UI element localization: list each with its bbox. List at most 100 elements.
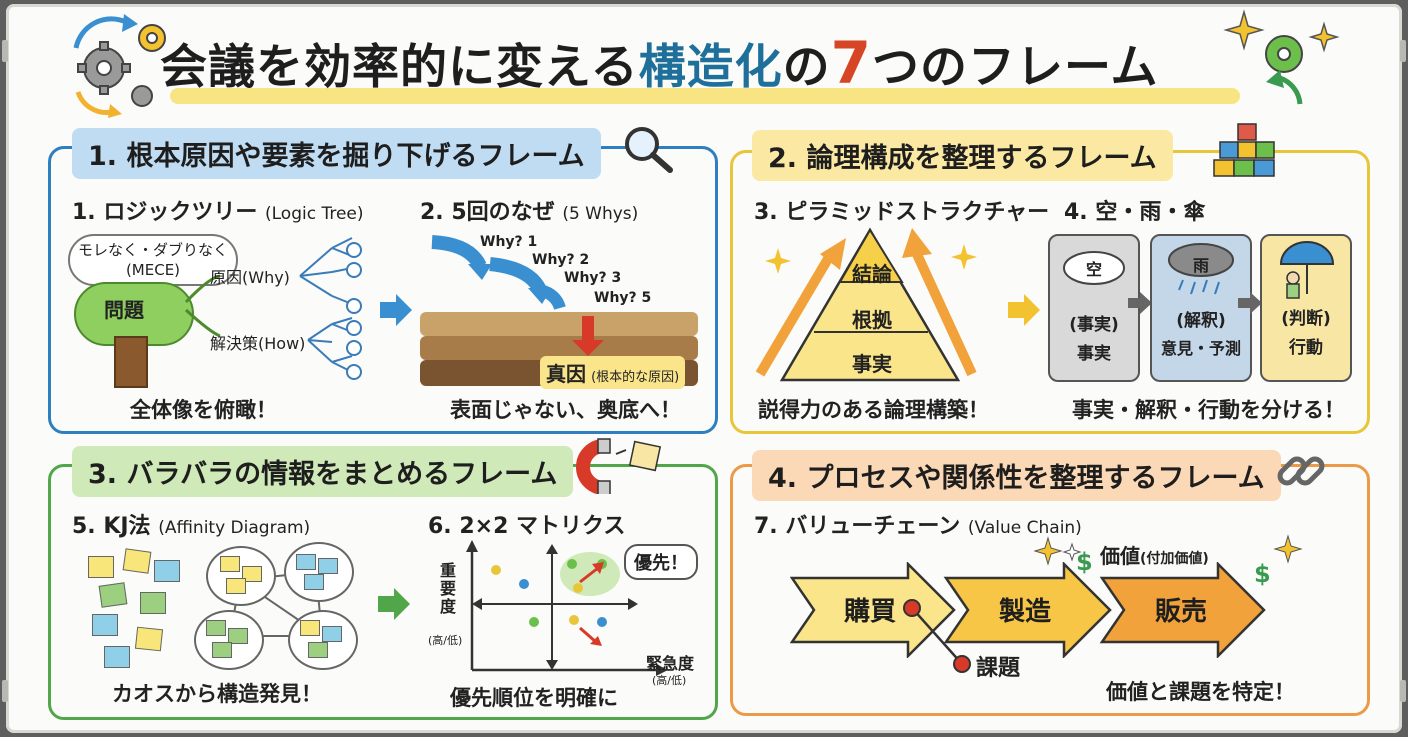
sticky-note (140, 592, 166, 614)
title-part: の (782, 40, 831, 95)
tree-node (346, 320, 362, 336)
arrow-right-icon (380, 294, 412, 326)
kj-title: 5. KJ法 (72, 514, 151, 539)
sticky-note (228, 628, 248, 644)
sticky-note (242, 566, 262, 582)
pyramid-diagram (756, 227, 977, 382)
matrix-x-label: 緊急度 (646, 654, 695, 673)
value-step-manufacturing: 製造 (998, 596, 1051, 627)
interpretation-box: 雨 (解釈) 意見・予測 (1150, 234, 1252, 382)
value-chain-caption: 価値と課題を特定！ (1106, 680, 1295, 704)
value-chain-heading: 7. バリューチェーン (Value Chain) (754, 508, 1082, 540)
magnifier-icon (625, 127, 673, 173)
sticky-note (122, 548, 152, 574)
arrow-right-icon (1238, 292, 1262, 314)
value-chain-title: 7. バリューチェーン (754, 514, 961, 539)
sparkle-icon (1223, 9, 1340, 105)
logic-tree-caption: 全体像を俯瞰！ (130, 398, 277, 422)
matrix-y-sub: (高/低) (428, 634, 463, 647)
rain-cloud-icon (1168, 243, 1234, 295)
root-arrow-icon (572, 316, 604, 356)
issue-connector (903, 599, 971, 673)
sticky-note (226, 578, 246, 594)
branch-how-label: 解決策(How) (210, 334, 306, 353)
sticky-note (304, 574, 324, 590)
fact-box: 空 (事実) 事実 (1048, 234, 1140, 382)
tree-node (346, 242, 362, 258)
sticky-note (206, 620, 226, 636)
panel1-title: 1. 根本原因や要素を掘り下げるフレーム (72, 128, 601, 179)
fact-value: 事実 (1077, 344, 1111, 364)
action-box: (判断) 行動 (1260, 234, 1352, 382)
cloud-icon (1063, 251, 1125, 285)
why-2-label: Why? 2 (532, 252, 590, 268)
root-cause-label: 真因 (546, 362, 586, 386)
logic-tree-heading: 1. ロジックツリー (Logic Tree) (72, 194, 364, 226)
why-3-label: Why? 3 (564, 270, 622, 286)
value-step-sales: 販売 (1154, 596, 1207, 627)
sticky-note (104, 646, 130, 668)
matrix-axes (466, 540, 668, 676)
interpretation-label: (解釈) (1176, 311, 1226, 331)
five-whys-en: (5 Whys) (562, 204, 639, 224)
action-value: 行動 (1289, 338, 1323, 358)
sticky-note (318, 558, 338, 574)
chain-link-icon (1277, 456, 1325, 486)
fact-label: (事実) (1069, 315, 1119, 335)
title-part: つのフレーム (871, 40, 1159, 95)
branch-why-label: 原因(Why) (210, 268, 290, 287)
matrix-y-label: 重要度 (440, 561, 457, 616)
root-cause-badge: 真因 (根本的な原因) (540, 356, 686, 389)
value-step-procurement: 購買 (843, 596, 896, 627)
sticky-note (212, 642, 232, 658)
value-chain-en: (Value Chain) (967, 518, 1082, 538)
panel2-title: 2. 論理構成を整理するフレーム (752, 130, 1173, 181)
soil-layer (420, 312, 698, 336)
matrix-x-sub: (高/低) (652, 674, 687, 687)
panel4-title: 4. プロセスや関係性を整理するフレーム (752, 450, 1281, 501)
kj-heading: 5. KJ法 (Affinity Diagram) (72, 508, 310, 540)
why-5-label: Why? 5 (594, 290, 652, 306)
title-highlight (170, 88, 1240, 104)
mece-line2: (MECE) (125, 261, 181, 279)
sticky-note (88, 556, 114, 578)
arrow-right-icon (1008, 294, 1040, 326)
board-clip (1400, 40, 1406, 62)
mece-line1: モレなく・ダブりなく (78, 241, 229, 259)
sky-rain-umbrella-heading: 4. 空・雨・傘 (1064, 200, 1206, 225)
page-title: 会議を効率的に変える構造化の7つのフレーム (160, 28, 1159, 108)
board-clip (2, 40, 8, 62)
action-label: (判断) (1281, 309, 1331, 329)
tree-node (346, 262, 362, 278)
arrow-right-icon (1128, 292, 1152, 314)
gear-icon (73, 14, 166, 118)
arrow-right-icon (378, 588, 410, 620)
fact-icon-text: 空 (1085, 260, 1102, 279)
dollar-icon: $ (1076, 548, 1093, 576)
dollar-icon: $ (1254, 560, 1271, 588)
board-clip (2, 680, 8, 702)
sticky-note (308, 642, 328, 658)
pyramid-level-base: 事実 (852, 352, 892, 376)
panel3-title: 3. バラバラの情報をまとめるフレーム (72, 446, 574, 497)
logic-tree-en: (Logic Tree) (265, 204, 364, 224)
tree-node (346, 298, 362, 314)
pyramid-heading: 3. ピラミッドストラクチャー (754, 200, 1050, 225)
matrix-heading: 6. 2×2 マトリクス (428, 514, 626, 539)
value-label: 価値 (1100, 544, 1140, 568)
sticky-note (92, 614, 118, 636)
value-chain-arrows (790, 562, 1266, 658)
tree-problem-label: 問題 (104, 298, 144, 322)
five-whys-heading: 2. 5回のなぜ (5 Whys) (420, 194, 638, 226)
sparkle-icon (1034, 536, 1082, 566)
value-label-wrap: 価値(付加価値) (1100, 540, 1209, 569)
why-arrows (431, 235, 566, 310)
title-part: 会議を効率的に変える (160, 40, 639, 95)
mece-bubble: モレなく・ダブりなく (MECE) (68, 234, 238, 286)
interpretation-icon-text: 雨 (1192, 256, 1209, 275)
issue-label: 課題 (976, 656, 1021, 681)
title-part-accent: 構造化 (638, 40, 783, 95)
five-whys-title: 2. 5回のなぜ (420, 200, 555, 225)
group-circle (206, 546, 276, 606)
interpretation-value: 意見・予測 (1160, 339, 1241, 358)
